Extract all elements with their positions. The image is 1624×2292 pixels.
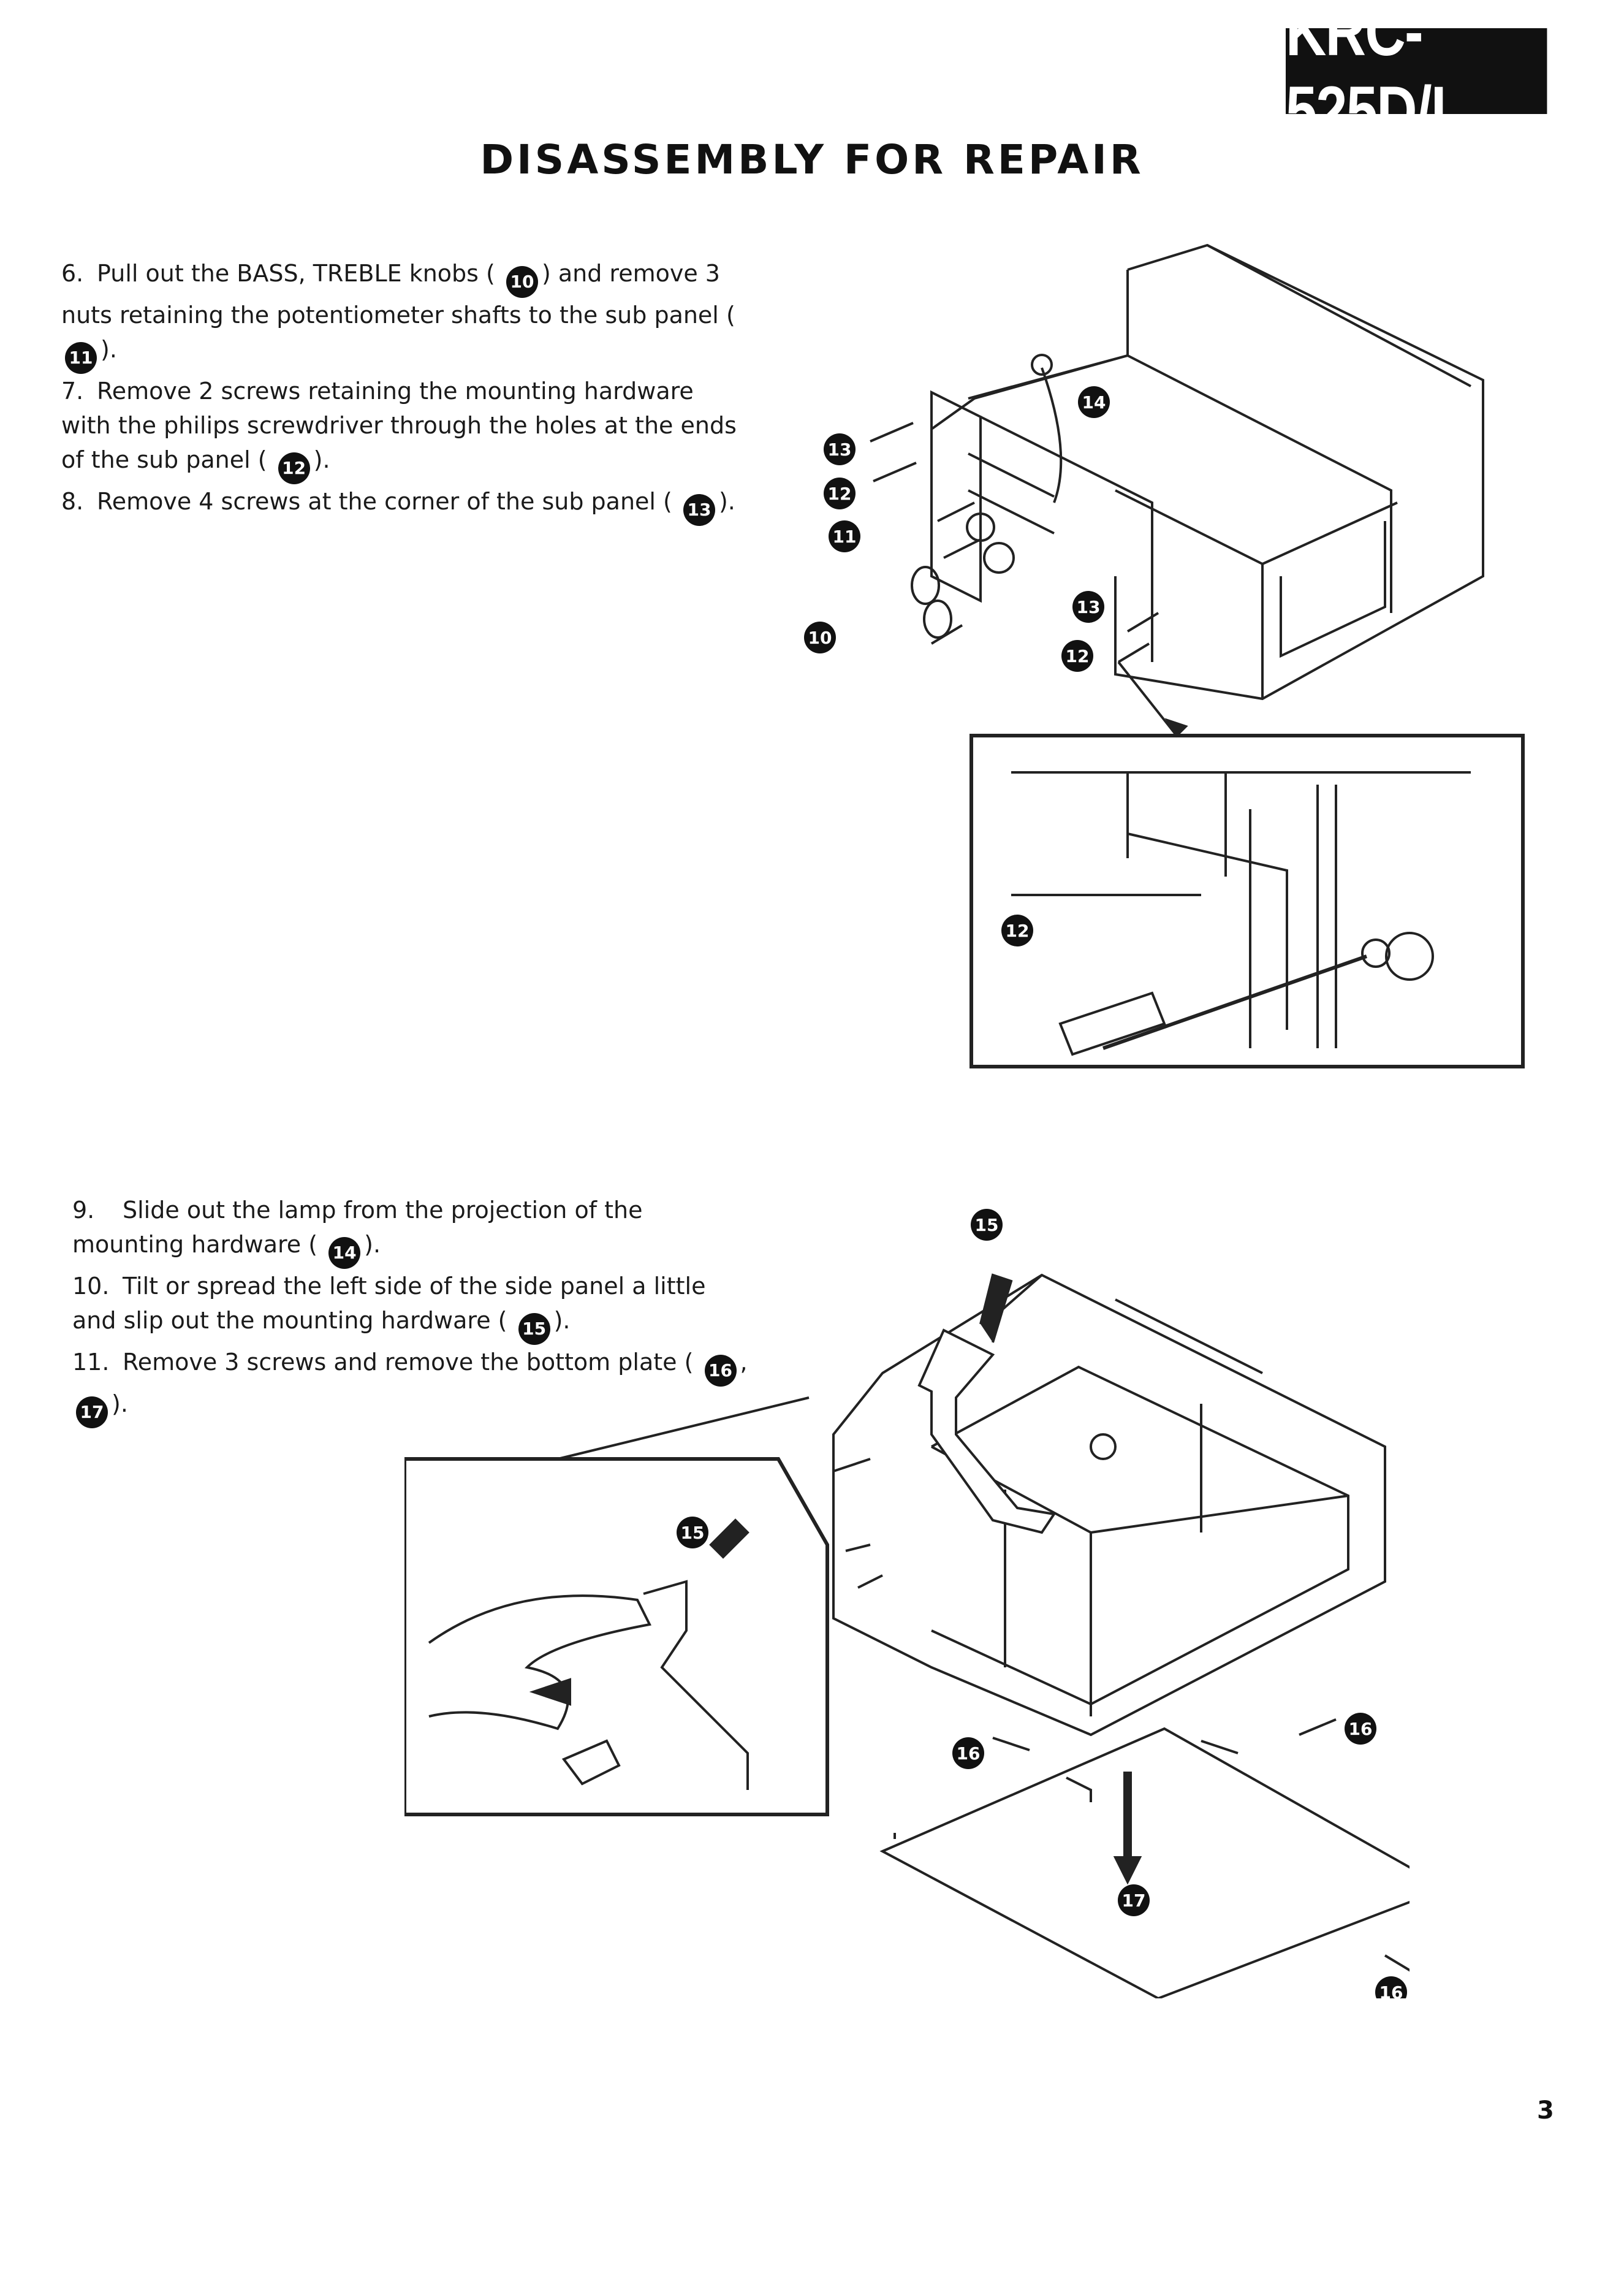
step-number: 6. [61, 260, 84, 287]
step-text: ) and remove 3 nuts retaining the potent… [61, 260, 735, 329]
callout-label: 17 [1122, 1890, 1146, 1911]
steps-list-bottom: 9.Slide out the lamp from the projection… [72, 1193, 753, 1428]
step-text: ). [718, 488, 735, 515]
callout-badge: 11 [65, 342, 97, 374]
callout-label: 16 [1379, 1982, 1403, 1998]
mounting-hardware [917, 1273, 1057, 1534]
step-6: 6. Pull out the BASS, TREBLE knobs ( 10) … [61, 256, 748, 374]
page-title: DISASSEMBLY FOR REPAIR [480, 136, 1144, 183]
chassis-drawing [832, 1273, 1386, 1737]
callout-label: 12 [828, 484, 852, 504]
leader-line [1117, 661, 1188, 738]
detail-inset [404, 1396, 829, 1816]
step-text: Remove 2 screws retaining the mounting h… [61, 378, 737, 473]
callout-label: 15 [681, 1523, 705, 1543]
step-text: ). [364, 1231, 381, 1258]
chassis-drawing [930, 243, 1484, 701]
step-text: ). [112, 1390, 128, 1417]
step-number: 11. [72, 1349, 110, 1376]
callout-badge: 16 [704, 1355, 737, 1387]
steps-list-top: 6. Pull out the BASS, TREBLE knobs ( 10) … [61, 256, 748, 526]
step-number: 9. [72, 1197, 95, 1224]
callout-label: 12 [1006, 921, 1030, 941]
step-7: 7.Remove 2 screws retaining the mounting… [61, 374, 748, 484]
step-text: Remove 3 screws and remove the bottom pl… [123, 1349, 694, 1376]
callout-label: 13 [828, 440, 852, 460]
callout-badge: 14 [328, 1237, 361, 1269]
callout-label: 11 [833, 527, 857, 547]
callout-label: 15 [975, 1215, 999, 1235]
callout-label: 10 [808, 628, 832, 648]
detail-inset [969, 734, 1525, 1068]
step-11: 11. Remove 3 screws and remove the bottom… [72, 1345, 753, 1428]
callouts: 14 13 12 11 10 13 12 12 [804, 386, 1110, 946]
step-number: 8. [61, 488, 84, 515]
callout-badge: 15 [518, 1313, 550, 1345]
step-number: 7. [61, 378, 84, 405]
model-number: KRC-525D/L [1286, 0, 1465, 149]
step-text: ). [101, 336, 117, 363]
callout-badge: 17 [76, 1396, 108, 1428]
callout-label: 16 [957, 1743, 981, 1764]
callout-badge: 13 [683, 494, 715, 526]
step-10: 10.Tilt or spread the left side of the s… [72, 1269, 753, 1345]
sub-panel-exploded-diagram: 14 13 12 11 10 13 12 12 [804, 243, 1525, 1068]
screws-and-knobs [870, 422, 1159, 663]
callout-badge: 10 [506, 266, 538, 298]
step-9: 9.Slide out the lamp from the projection… [72, 1193, 753, 1269]
step-text: Tilt or spread the left side of the side… [72, 1273, 706, 1334]
model-number-box: KRC-525D/L [1286, 0, 1547, 149]
page-number: 3 [1537, 2096, 1554, 2125]
step-text: Slide out the lamp from the projection o… [72, 1197, 643, 1258]
step-text: Remove 4 screws at the corner of the sub… [97, 488, 672, 515]
step-text: ). [553, 1307, 571, 1334]
step-text: Pull out the BASS, TREBLE knobs ( [97, 260, 495, 287]
callouts: 15 15 16 16 16 17 [677, 1209, 1407, 1998]
callout-label: 12 [1066, 646, 1090, 666]
callout-badge: 12 [278, 452, 310, 484]
step-text: ). [313, 446, 330, 473]
step-number: 10. [72, 1273, 110, 1300]
bottom-plate-exploded-diagram: 15 15 16 16 16 17 [404, 1209, 1410, 1998]
callout-label: 14 [1082, 392, 1106, 413]
callout-label: 13 [1077, 597, 1101, 617]
step-text: , [740, 1349, 748, 1376]
callout-label: 16 [1349, 1719, 1373, 1739]
step-8: 8. Remove 4 screws at the corner of the s… [61, 484, 748, 526]
bottom-plate [879, 1718, 1410, 1998]
